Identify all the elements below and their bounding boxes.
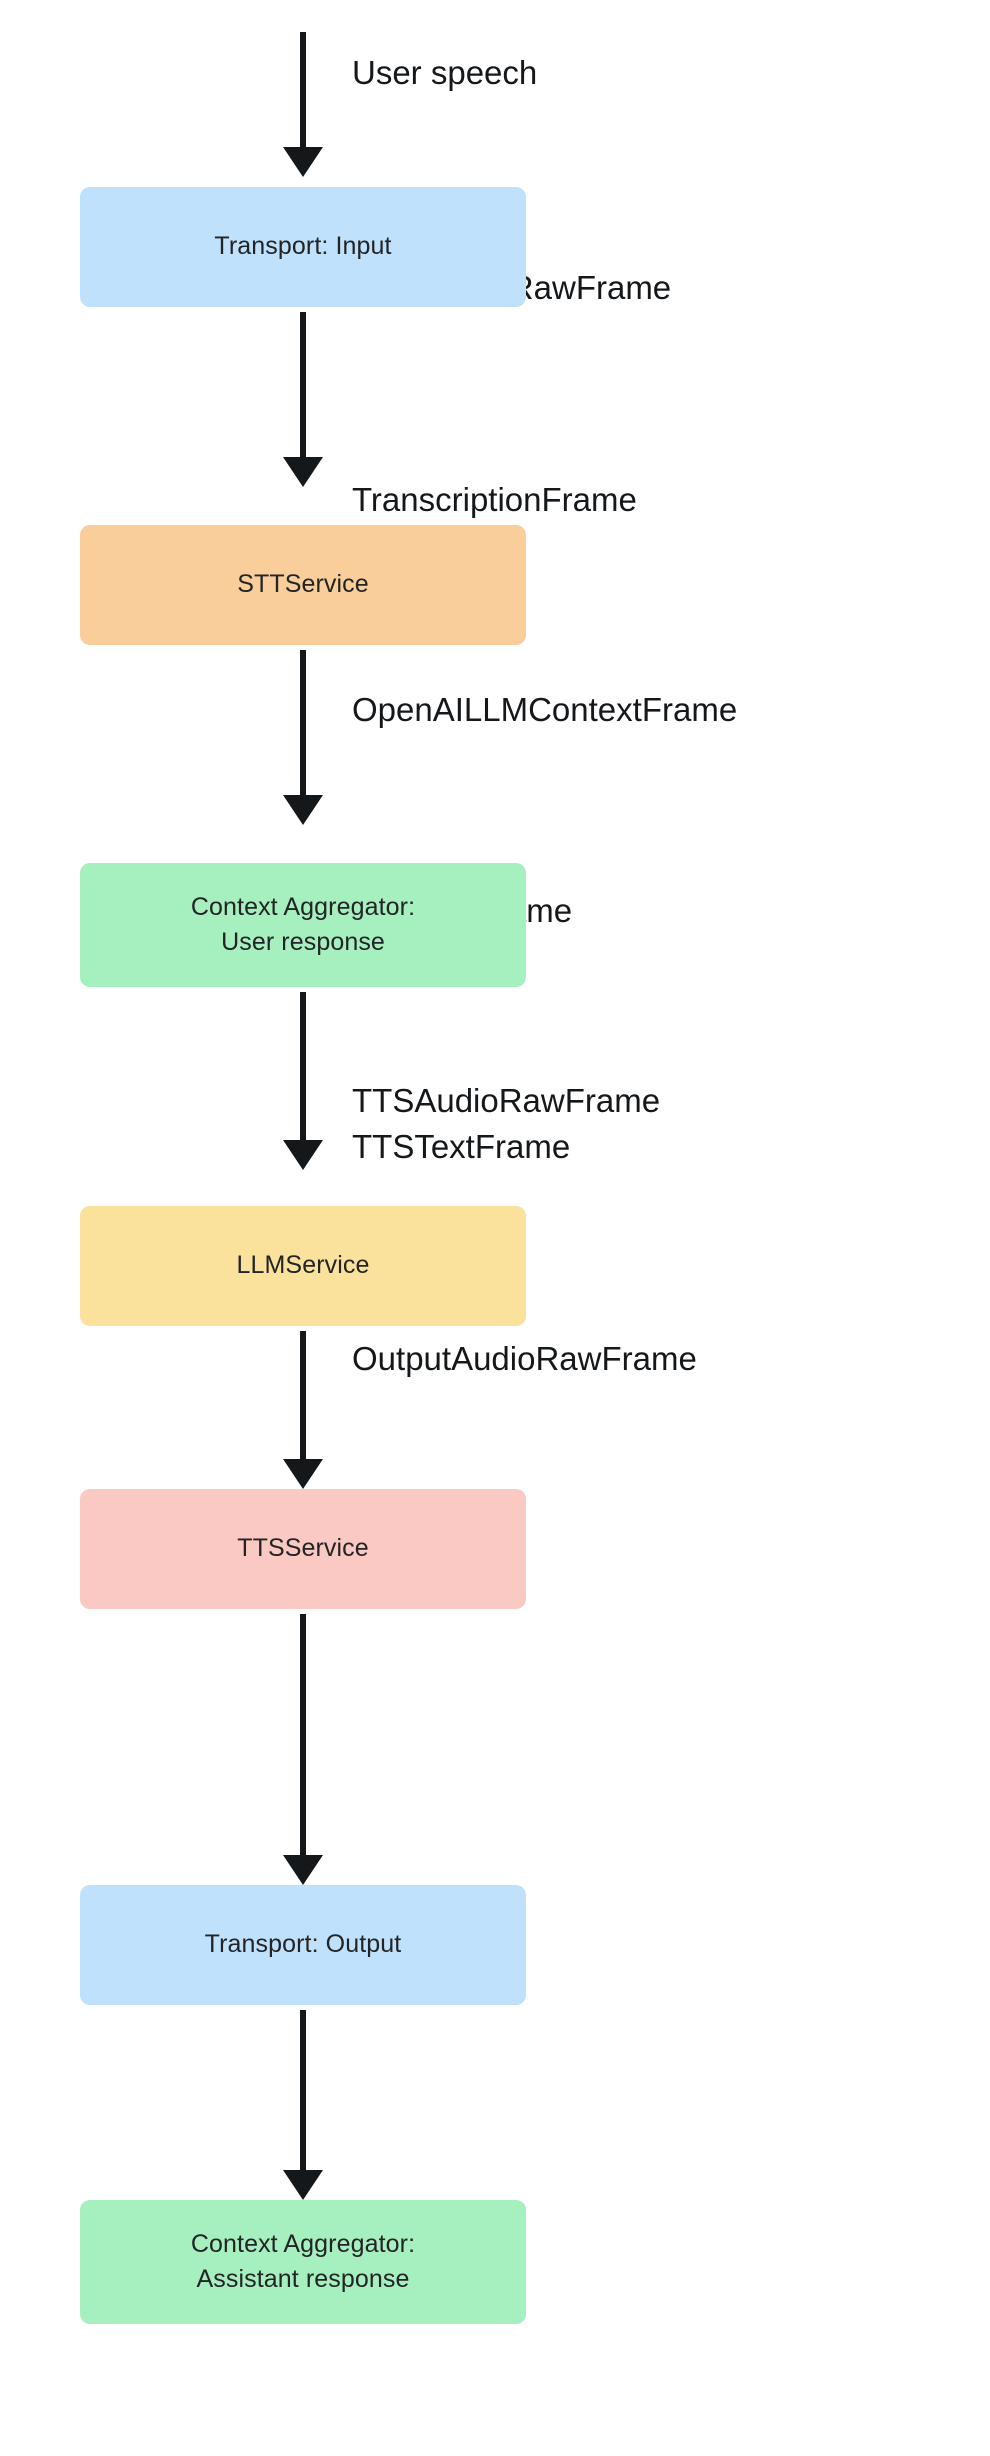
edge-label-line: OpenAILLMContextFrame [352,691,738,728]
edge-label-tts-frames: TTSAudioRawFrame TTSTextFrame [352,1078,660,1169]
edge-llm-text-frame-arrowhead [283,1459,323,1489]
edge-label-line: OutputAudioRawFrame [352,1340,697,1377]
edge-label-line: User speech [352,54,538,91]
edge-user-speech-arrowhead [283,147,323,177]
node-label: User response [221,928,385,956]
node-label: STTService [237,570,369,599]
edge-output-audio-raw-frame-line [300,2010,306,2170]
node-context-aggregator-assistant[interactable]: Context Aggregator: Assistant response [80,2200,526,2324]
edge-openai-llm-context-frame-arrowhead [283,1140,323,1170]
edge-label-transcription-frame: TranscriptionFrame [352,477,637,523]
node-tts-service[interactable]: TTSService [80,1489,526,1609]
node-label: Assistant response [196,2265,410,2293]
node-label: Transport: Output [204,1930,402,1959]
node-label: Transport: Input [214,232,392,261]
edge-label-line: TTSTextFrame [352,1127,571,1165]
node-transport-input[interactable]: Transport: Input [80,187,526,307]
edge-openai-llm-context-frame-line [300,992,306,1140]
edge-transcription-frame-line [300,650,306,795]
node-stt-service[interactable]: STTService [80,525,526,645]
edge-user-speech-line [300,32,306,147]
edge-label-line: TranscriptionFrame [352,481,637,518]
edge-input-audio-raw-frame-line [300,312,306,457]
edge-output-audio-raw-frame-arrowhead [283,2170,323,2200]
edge-label-openai-llm-context-frame: OpenAILLMContextFrame [352,687,737,733]
edge-label-line: TTSAudioRawFrame [352,1082,661,1119]
node-label: Context Aggregator: [190,892,416,921]
node-transport-output[interactable]: Transport: Output [80,1885,526,2005]
edge-input-audio-raw-frame-arrowhead [283,457,323,487]
edge-label-output-audio-raw-frame: OutputAudioRawFrame [352,1336,697,1382]
edge-label-user-speech: User speech [352,50,537,96]
node-label: Context Aggregator: [190,2229,416,2258]
node-label: TTSService [237,1534,369,1563]
node-label: LLMService [236,1251,370,1280]
edge-llm-text-frame-line [300,1331,306,1459]
edge-transcription-frame-arrowhead [283,795,323,825]
edge-tts-frames-line [300,1614,306,1855]
edge-tts-frames-arrowhead [283,1855,323,1885]
node-llm-service[interactable]: LLMService [80,1206,526,1326]
node-context-aggregator-user[interactable]: Context Aggregator: User response [80,863,526,987]
